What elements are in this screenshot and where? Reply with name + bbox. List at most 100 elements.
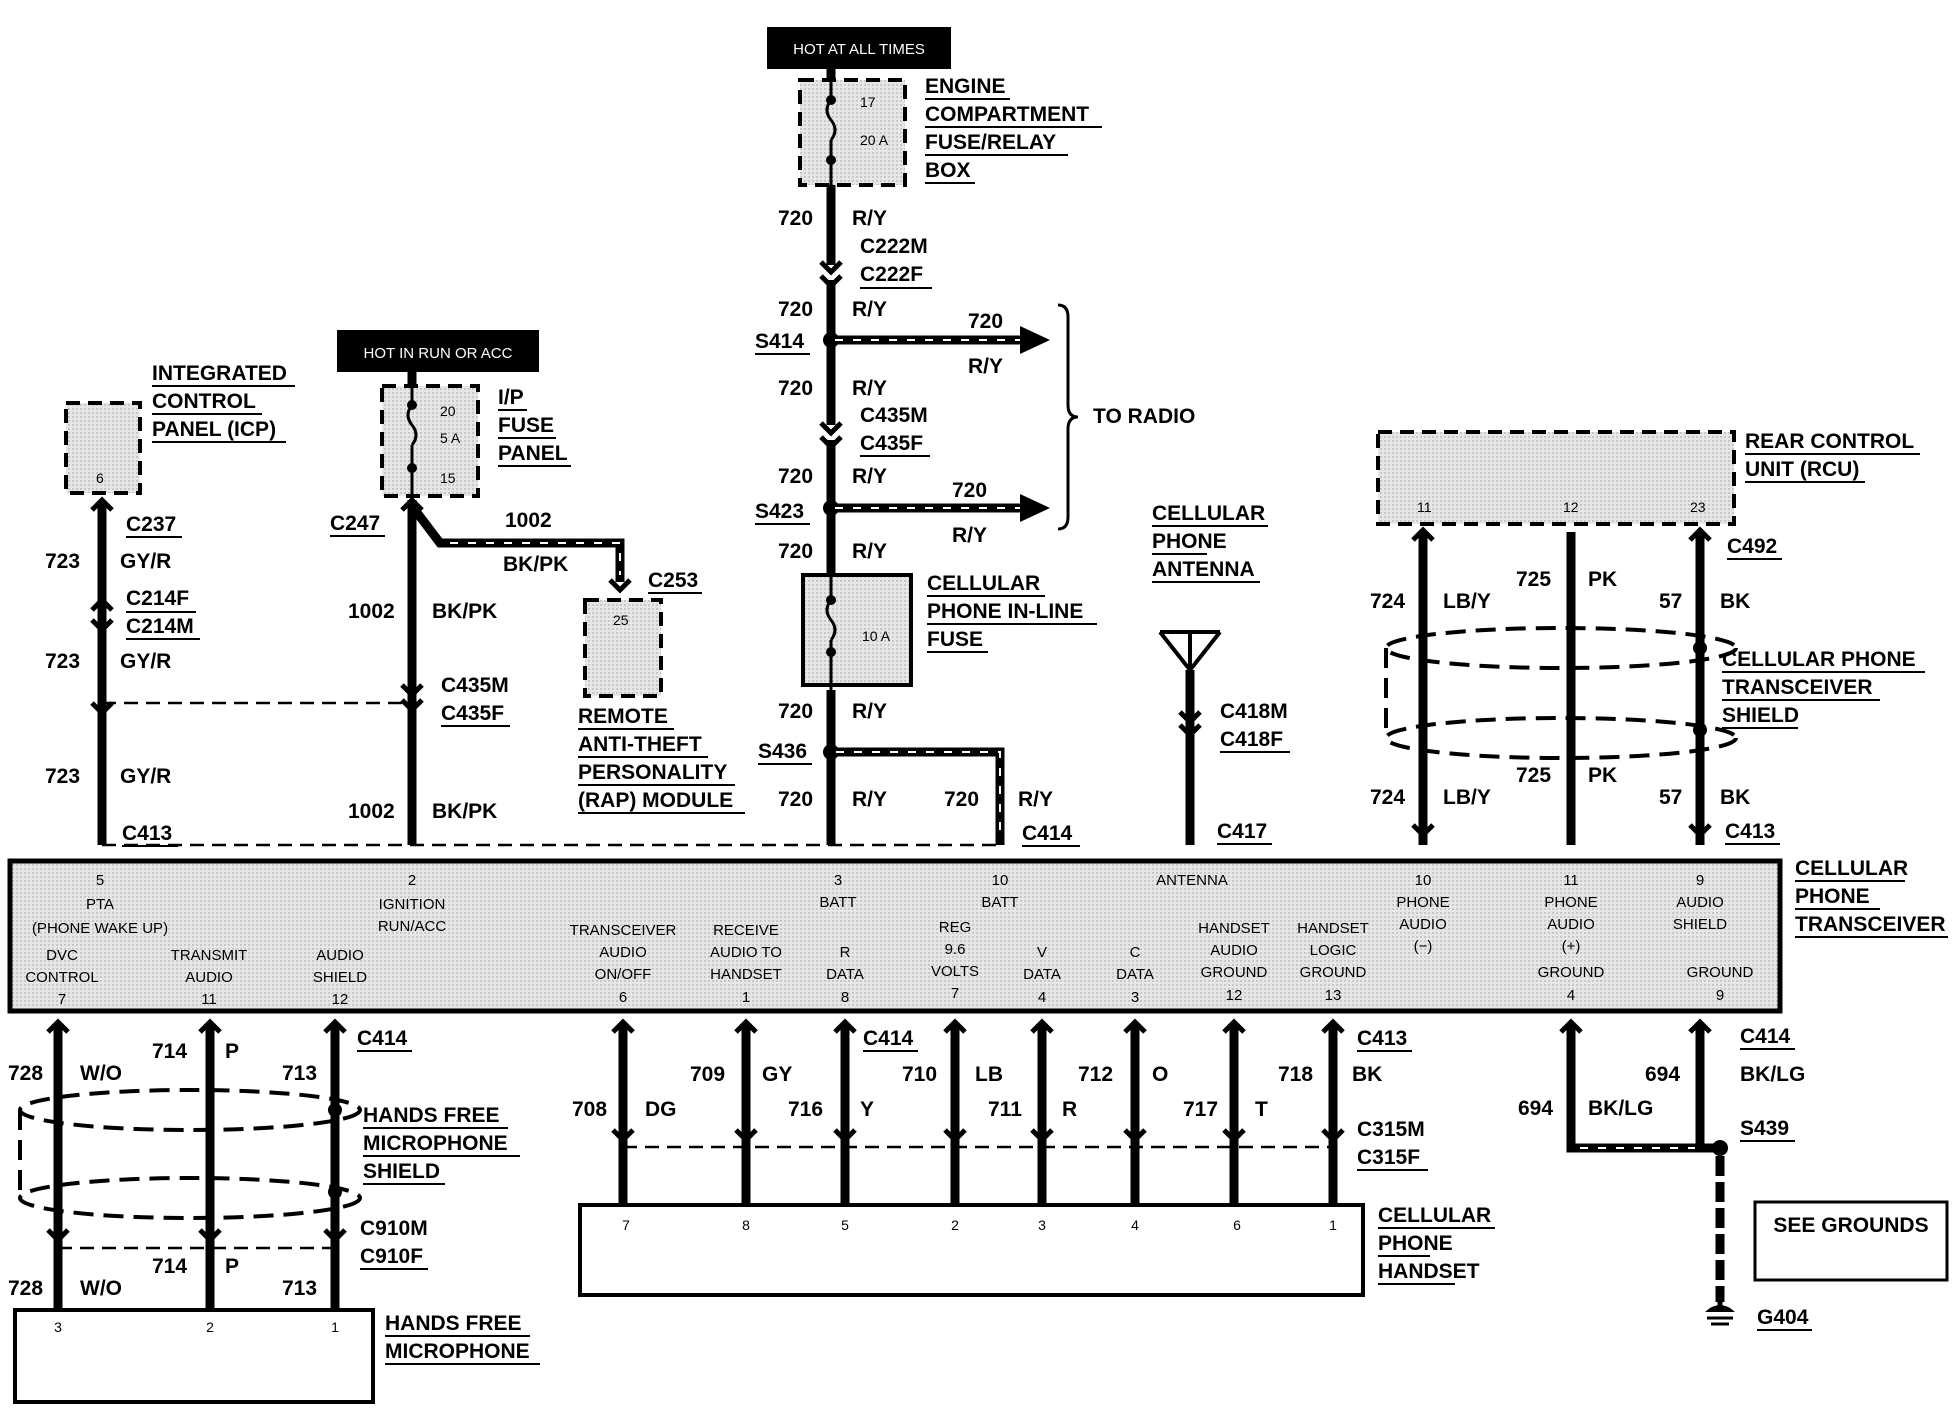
svg-text:R/Y: R/Y xyxy=(852,298,887,321)
svg-text:ANTENNA: ANTENNA xyxy=(1156,872,1228,889)
svg-text:P: P xyxy=(225,1255,239,1278)
svg-text:C414: C414 xyxy=(357,1027,408,1050)
svg-text:BK/LG: BK/LG xyxy=(1588,1097,1653,1120)
engine-fuse-box: 17 20 A xyxy=(798,78,907,187)
svg-text:UNIT (RCU): UNIT (RCU) xyxy=(1745,458,1859,481)
rear-control-unit: 11 12 23 xyxy=(1376,430,1736,526)
svg-text:MICROPHONE: MICROPHONE xyxy=(363,1132,508,1155)
transceiver-pin-labels: 5 PTA (PHONE WAKE UP) DVC CONTROL 7 TRAN… xyxy=(25,872,1753,1008)
hands-free-microphone: 3 2 1 xyxy=(13,1308,375,1404)
svg-text:13: 13 xyxy=(1325,987,1342,1004)
svg-text:20 A: 20 A xyxy=(860,132,889,148)
svg-text:AUDIO TO: AUDIO TO xyxy=(710,944,782,961)
cellular-phone-transceiver xyxy=(7,858,1783,1014)
svg-text:W/O: W/O xyxy=(80,1277,122,1300)
svg-text:VOLTS: VOLTS xyxy=(931,963,979,980)
icp-label: INTEGRATED CONTROL PANEL (ICP) xyxy=(152,362,295,443)
antenna-cable xyxy=(1178,670,1202,845)
svg-text:HANDSET: HANDSET xyxy=(1297,920,1369,937)
svg-text:4: 4 xyxy=(1567,987,1575,1004)
svg-text:SHIELD: SHIELD xyxy=(313,969,367,986)
svg-text:C418M: C418M xyxy=(1220,700,1288,723)
svg-text:7: 7 xyxy=(622,1217,630,1233)
svg-text:CELLULAR PHONE: CELLULAR PHONE xyxy=(1722,648,1916,671)
svg-text:C435F: C435F xyxy=(441,702,504,725)
svg-text:710: 710 xyxy=(902,1063,937,1086)
svg-text:9.6: 9.6 xyxy=(945,941,966,958)
svg-text:R/Y: R/Y xyxy=(952,524,987,547)
svg-text:BK/LG: BK/LG xyxy=(1740,1063,1805,1086)
svg-text:C253: C253 xyxy=(648,569,698,592)
svg-text:C315M: C315M xyxy=(1357,1118,1425,1141)
antenna-icon xyxy=(1158,630,1222,674)
svg-text:GROUND: GROUND xyxy=(1201,964,1268,981)
see-grounds-box: SEE GROUNDS xyxy=(1753,1200,1949,1282)
svg-text:720: 720 xyxy=(778,298,813,321)
svg-text:11: 11 xyxy=(1563,872,1579,889)
svg-text:HANDSET: HANDSET xyxy=(1198,920,1270,937)
svg-text:720: 720 xyxy=(778,207,813,230)
svg-text:C435M: C435M xyxy=(860,404,928,427)
svg-text:DVC: DVC xyxy=(46,947,78,964)
svg-text:4: 4 xyxy=(1131,1217,1139,1233)
svg-text:6: 6 xyxy=(96,470,104,486)
svg-text:(−): (−) xyxy=(1414,938,1433,955)
cellular-phone-handset: 7 8 5 2 3 4 6 1 xyxy=(578,1203,1365,1297)
svg-text:REAR CONTROL: REAR CONTROL xyxy=(1745,430,1914,453)
svg-text:INTEGRATED: INTEGRATED xyxy=(152,362,287,385)
svg-text:12: 12 xyxy=(1226,987,1243,1004)
svg-text:HOT AT ALL TIMES: HOT AT ALL TIMES xyxy=(793,41,925,58)
svg-text:GY/R: GY/R xyxy=(120,650,171,673)
svg-text:C910F: C910F xyxy=(360,1245,423,1268)
svg-text:714: 714 xyxy=(152,1040,187,1063)
svg-text:15: 15 xyxy=(440,470,456,486)
svg-text:3: 3 xyxy=(1038,1217,1046,1233)
svg-text:PHONE IN-LINE: PHONE IN-LINE xyxy=(927,600,1083,623)
svg-text:S414: S414 xyxy=(755,330,804,353)
handset-wires xyxy=(611,1018,1345,1205)
svg-text:2: 2 xyxy=(408,872,416,889)
svg-text:HOT IN RUN OR ACC: HOT IN RUN OR ACC xyxy=(364,345,513,362)
svg-text:BATT: BATT xyxy=(819,894,856,911)
cellular-antenna-label: CELLULAR PHONE ANTENNA xyxy=(1152,502,1268,583)
svg-text:8: 8 xyxy=(841,989,849,1006)
svg-text:R/Y: R/Y xyxy=(852,700,887,723)
svg-text:SHIELD: SHIELD xyxy=(363,1160,440,1183)
svg-text:5 A: 5 A xyxy=(440,430,461,446)
svg-text:AUDIO: AUDIO xyxy=(1399,916,1447,933)
svg-text:P: P xyxy=(225,1040,239,1063)
svg-text:(RAP) MODULE: (RAP) MODULE xyxy=(578,789,733,812)
svg-text:LB/Y: LB/Y xyxy=(1443,786,1491,809)
svg-text:CELLULAR: CELLULAR xyxy=(1378,1204,1491,1227)
svg-text:11: 11 xyxy=(1417,499,1432,515)
ip-fuse-panel: 20 5 A 15 xyxy=(380,384,480,498)
svg-text:C214M: C214M xyxy=(126,615,194,638)
svg-text:DATA: DATA xyxy=(826,966,864,983)
svg-text:CELLULAR: CELLULAR xyxy=(927,572,1040,595)
rap-module: 25 xyxy=(583,598,663,698)
svg-text:720: 720 xyxy=(778,788,813,811)
rcu-wires xyxy=(1411,526,1712,845)
svg-text:LB/Y: LB/Y xyxy=(1443,590,1491,613)
svg-text:720: 720 xyxy=(952,479,987,502)
svg-text:T: T xyxy=(1255,1098,1268,1121)
svg-text:7: 7 xyxy=(951,985,959,1002)
svg-text:R/Y: R/Y xyxy=(968,355,1003,378)
rcu-label: REAR CONTROL UNIT (RCU) xyxy=(1745,430,1920,483)
svg-text:TRANSCEIVER: TRANSCEIVER xyxy=(1722,676,1873,699)
svg-text:718: 718 xyxy=(1278,1063,1313,1086)
svg-text:PHONE: PHONE xyxy=(1396,894,1449,911)
svg-text:C214F: C214F xyxy=(126,587,189,610)
svg-text:17: 17 xyxy=(860,94,876,110)
svg-text:FUSE/RELAY: FUSE/RELAY xyxy=(925,131,1056,154)
svg-text:723: 723 xyxy=(45,765,80,788)
svg-text:714: 714 xyxy=(152,1255,187,1278)
svg-text:C: C xyxy=(1130,944,1141,961)
svg-text:8: 8 xyxy=(742,1217,750,1233)
svg-text:728: 728 xyxy=(8,1062,43,1085)
svg-text:V: V xyxy=(1037,944,1047,961)
svg-text:COMPARTMENT: COMPARTMENT xyxy=(925,103,1089,126)
svg-text:REMOTE: REMOTE xyxy=(578,705,668,728)
svg-text:708: 708 xyxy=(572,1098,607,1121)
transceiver-shield xyxy=(1384,626,1738,760)
